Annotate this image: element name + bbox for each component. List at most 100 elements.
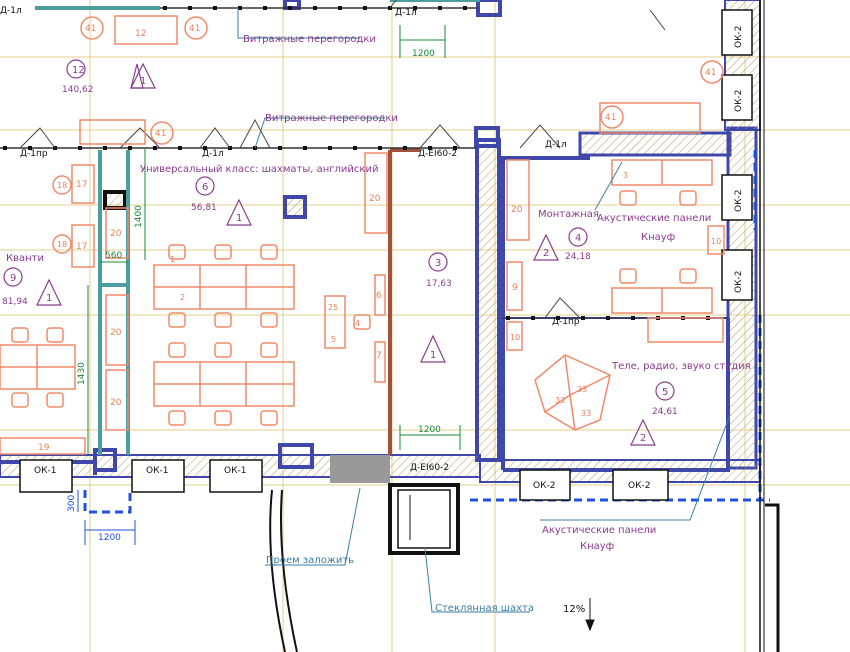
window-label: ОК-2 bbox=[734, 26, 744, 48]
room-number-3: 3 bbox=[435, 258, 441, 269]
room-name-universal: Универсальный класс: шахматы, английский bbox=[140, 164, 378, 175]
glass-partitions bbox=[35, 0, 480, 455]
partition-dot bbox=[288, 6, 292, 10]
chair bbox=[260, 312, 278, 328]
note-opening: Проем заложить bbox=[266, 555, 354, 566]
furniture-code: 17 bbox=[76, 242, 87, 252]
chairs bbox=[11, 190, 697, 426]
furniture-code: 18 bbox=[57, 181, 67, 190]
door-label: Д-1пр bbox=[20, 149, 48, 159]
partition-dot bbox=[238, 6, 242, 10]
dimension-label: 1200 bbox=[418, 425, 441, 435]
furniture-code: 6 bbox=[376, 291, 382, 301]
window-label: ОК-1 bbox=[224, 466, 246, 476]
partition-dot bbox=[278, 146, 282, 150]
blue-dimension bbox=[77, 490, 136, 545]
leader-lines bbox=[237, 8, 731, 628]
partition-dot bbox=[128, 146, 132, 150]
furniture-code: 19 bbox=[38, 443, 50, 453]
chair bbox=[168, 342, 186, 358]
partition-dot bbox=[506, 316, 510, 320]
window-label: ОК-2 bbox=[533, 481, 555, 491]
partition-dot bbox=[428, 146, 432, 150]
chair bbox=[619, 190, 637, 206]
note-partitions-top: Витражные перегородки bbox=[243, 34, 376, 45]
partition-dot bbox=[338, 6, 342, 10]
room-number-9: 9 bbox=[10, 273, 16, 284]
hazard-number: 1 bbox=[236, 213, 242, 224]
chair bbox=[214, 410, 232, 426]
partition-dot bbox=[78, 146, 82, 150]
door-label: Д-ЕI60-2 bbox=[418, 149, 457, 159]
partition-dot bbox=[203, 146, 207, 150]
chair bbox=[260, 244, 278, 260]
furniture-code: 10 bbox=[510, 333, 520, 342]
furniture-code: 10 bbox=[711, 237, 721, 246]
partition-dot bbox=[303, 146, 307, 150]
chair bbox=[168, 410, 186, 426]
hazard-number: 1 bbox=[140, 76, 146, 87]
door-label: Д-1л bbox=[202, 149, 224, 159]
chair bbox=[679, 268, 697, 284]
door-label: Д-1л bbox=[0, 6, 22, 16]
room-name-montage: Монтажная bbox=[538, 209, 599, 220]
partition-dot bbox=[556, 316, 560, 320]
marker-41: 41 bbox=[189, 24, 200, 34]
furniture-code: 33 bbox=[581, 409, 591, 418]
window-label: ОК-2 bbox=[628, 481, 650, 491]
partition-dot bbox=[163, 6, 167, 10]
chair bbox=[11, 327, 29, 343]
room-name-studio: Теле, радио, звуко студия bbox=[611, 361, 751, 372]
partition-dot bbox=[463, 6, 467, 10]
furniture-code: 25 bbox=[328, 303, 338, 312]
building-edge bbox=[269, 0, 780, 652]
chair bbox=[214, 312, 232, 328]
dimension-label: 1200 bbox=[98, 533, 121, 543]
note-acoustic-bottom-2: Кнауф bbox=[580, 541, 614, 552]
furniture-code: 20 bbox=[369, 194, 381, 204]
partition-dot bbox=[178, 146, 182, 150]
furniture-code: 18 bbox=[57, 240, 67, 249]
marker-41: 41 bbox=[85, 24, 96, 34]
door-label: Д-1пр bbox=[552, 317, 580, 327]
room-area-4: 24,18 bbox=[565, 252, 591, 262]
hazard-number: 2 bbox=[640, 433, 646, 444]
partition-dot bbox=[378, 146, 382, 150]
dimension-lines bbox=[87, 25, 461, 455]
marker-41: 41 bbox=[605, 113, 616, 123]
partition-dot bbox=[188, 6, 192, 10]
chair bbox=[260, 342, 278, 358]
partition-dot bbox=[453, 146, 457, 150]
furniture-code: 9 bbox=[512, 283, 518, 293]
partition-dot bbox=[3, 146, 7, 150]
door-label: Д-ЕI60-2 bbox=[410, 463, 449, 473]
hazard-markers bbox=[36, 62, 656, 446]
partition-dot bbox=[103, 146, 107, 150]
room-number-6: 6 bbox=[202, 182, 208, 193]
partition-dot bbox=[363, 6, 367, 10]
note-glass-shaft: Стеклянная шахта bbox=[435, 603, 534, 614]
chair bbox=[214, 342, 232, 358]
brown-partitions bbox=[388, 148, 420, 455]
chair bbox=[46, 392, 64, 408]
chair bbox=[46, 327, 64, 343]
partition-dot bbox=[413, 6, 417, 10]
dimension-label: 300 bbox=[67, 495, 77, 512]
furniture-code: 33 bbox=[577, 385, 587, 394]
partition-dot bbox=[581, 316, 585, 320]
furniture bbox=[0, 15, 725, 455]
furniture-code: 3 bbox=[623, 171, 628, 180]
partition-dot bbox=[606, 316, 610, 320]
note-slope: 12% bbox=[563, 604, 585, 615]
room-number-5: 5 bbox=[662, 387, 668, 398]
furniture-code: 33 bbox=[555, 396, 565, 405]
partition-dot bbox=[403, 146, 407, 150]
marker-41: 41 bbox=[705, 68, 716, 78]
room-number-12: 12 bbox=[72, 65, 85, 76]
hazard-number: 1 bbox=[430, 350, 436, 361]
chair bbox=[260, 410, 278, 426]
chair bbox=[168, 244, 186, 260]
marker-41-circles bbox=[52, 16, 724, 254]
chair bbox=[353, 314, 371, 330]
room-area-5: 24,61 bbox=[652, 407, 678, 417]
